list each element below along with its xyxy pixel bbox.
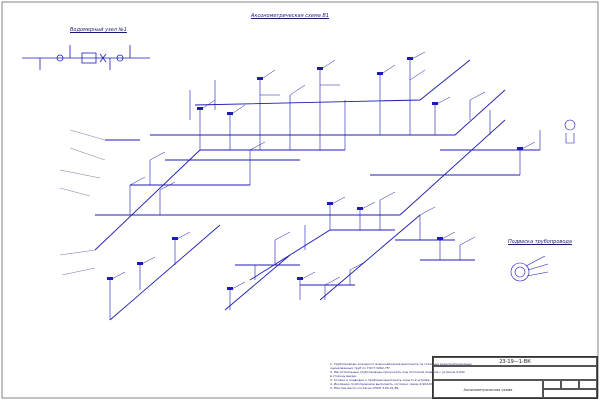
fixture-marker	[317, 67, 323, 70]
fixture-marker	[297, 277, 303, 280]
branch-pipes	[109, 51, 536, 291]
note-line: 4. Изоляцию трубопроводов выполнить согл…	[330, 382, 434, 386]
fixture-marker	[227, 112, 233, 115]
main-pipe-line	[150, 89, 506, 136]
fixture-marker	[172, 237, 178, 240]
hanger-legend-title: Подвеска трубопровода	[508, 239, 572, 245]
stamp-code: 23-19—1-ВК	[433, 357, 597, 366]
stamp-cell-stage	[543, 380, 561, 389]
note-line: в сторону ввода.	[330, 374, 357, 378]
hanger-legend	[510, 255, 549, 282]
title-block: 23-19—1-ВК Аксонометрическая схема	[432, 356, 598, 399]
note-line: оцинкованных труб по ГОСТ 3262-75*.	[330, 366, 392, 370]
stamp-description	[433, 366, 597, 380]
fixture-marker	[377, 72, 383, 75]
note-line: 1. Трубопроводы холодного водоснабжения …	[330, 362, 472, 366]
water-meter-node-title: Водомерный узел №1	[70, 27, 127, 33]
branch-pipe	[419, 206, 476, 246]
stamp-sheet-name: Аксонометрическая схема	[433, 380, 543, 398]
compensator-loop	[565, 133, 575, 144]
branch-pipe	[379, 51, 426, 81]
branch-pipe	[259, 59, 340, 96]
fixture-marker	[137, 262, 143, 265]
valve-symbol	[116, 54, 124, 62]
fixture-marker	[327, 202, 333, 205]
fixture-marker	[357, 207, 363, 210]
compensator-symbol	[564, 119, 576, 144]
input-pipe	[39, 45, 131, 70]
main-pipe-line	[399, 119, 506, 216]
note-line: 3. Стояки и подводки к приборам выполнит…	[330, 378, 431, 382]
note-line: 5. Монтаж вести согласно СНиП 3.05.01-85…	[330, 386, 400, 390]
fixtures	[107, 57, 523, 290]
note-line: 2. Магистральные трубопроводы проложить …	[330, 370, 465, 374]
fixture-marker	[437, 237, 443, 240]
stamp-cell-sheets	[579, 380, 597, 389]
fixture-marker	[107, 277, 113, 280]
water-meter	[81, 52, 97, 64]
main-pipe-line	[94, 149, 345, 251]
stamp-cell-org	[543, 389, 597, 398]
fixture-marker	[407, 57, 413, 60]
filter-symbol	[99, 53, 107, 63]
fixture-marker	[227, 287, 233, 290]
fixture-marker	[517, 147, 523, 150]
leader-line	[525, 255, 549, 277]
stamp-cell-sheet	[561, 380, 579, 389]
branch-pipe	[299, 261, 366, 286]
branch-pipe	[199, 84, 306, 116]
riser-pipes	[109, 60, 541, 320]
valve-symbol	[56, 54, 64, 62]
hanger-inner	[514, 266, 526, 278]
fixture-marker	[257, 77, 263, 80]
main-pipe-line	[224, 254, 291, 311]
main-pipe-line	[109, 224, 221, 321]
branch-pipe	[129, 141, 266, 186]
leader	[59, 129, 106, 197]
leader	[59, 249, 96, 276]
water-meter-node	[22, 45, 150, 70]
main-pipe-line	[319, 214, 421, 301]
hanger-outer	[510, 262, 530, 282]
compensator-circle	[564, 119, 576, 131]
fixture-marker	[197, 107, 203, 110]
fixture-marker	[432, 102, 438, 105]
branch-pipe	[434, 91, 536, 151]
annotation-leaders	[59, 129, 106, 276]
main-pipe-line	[194, 59, 471, 106]
branch-pipe	[139, 231, 291, 266]
main-pipes	[94, 59, 540, 321]
notes-block: 1. Трубопроводы холодного водоснабжения …	[330, 362, 472, 390]
drawing-title: Аксонометрическая схема В1	[251, 13, 330, 19]
